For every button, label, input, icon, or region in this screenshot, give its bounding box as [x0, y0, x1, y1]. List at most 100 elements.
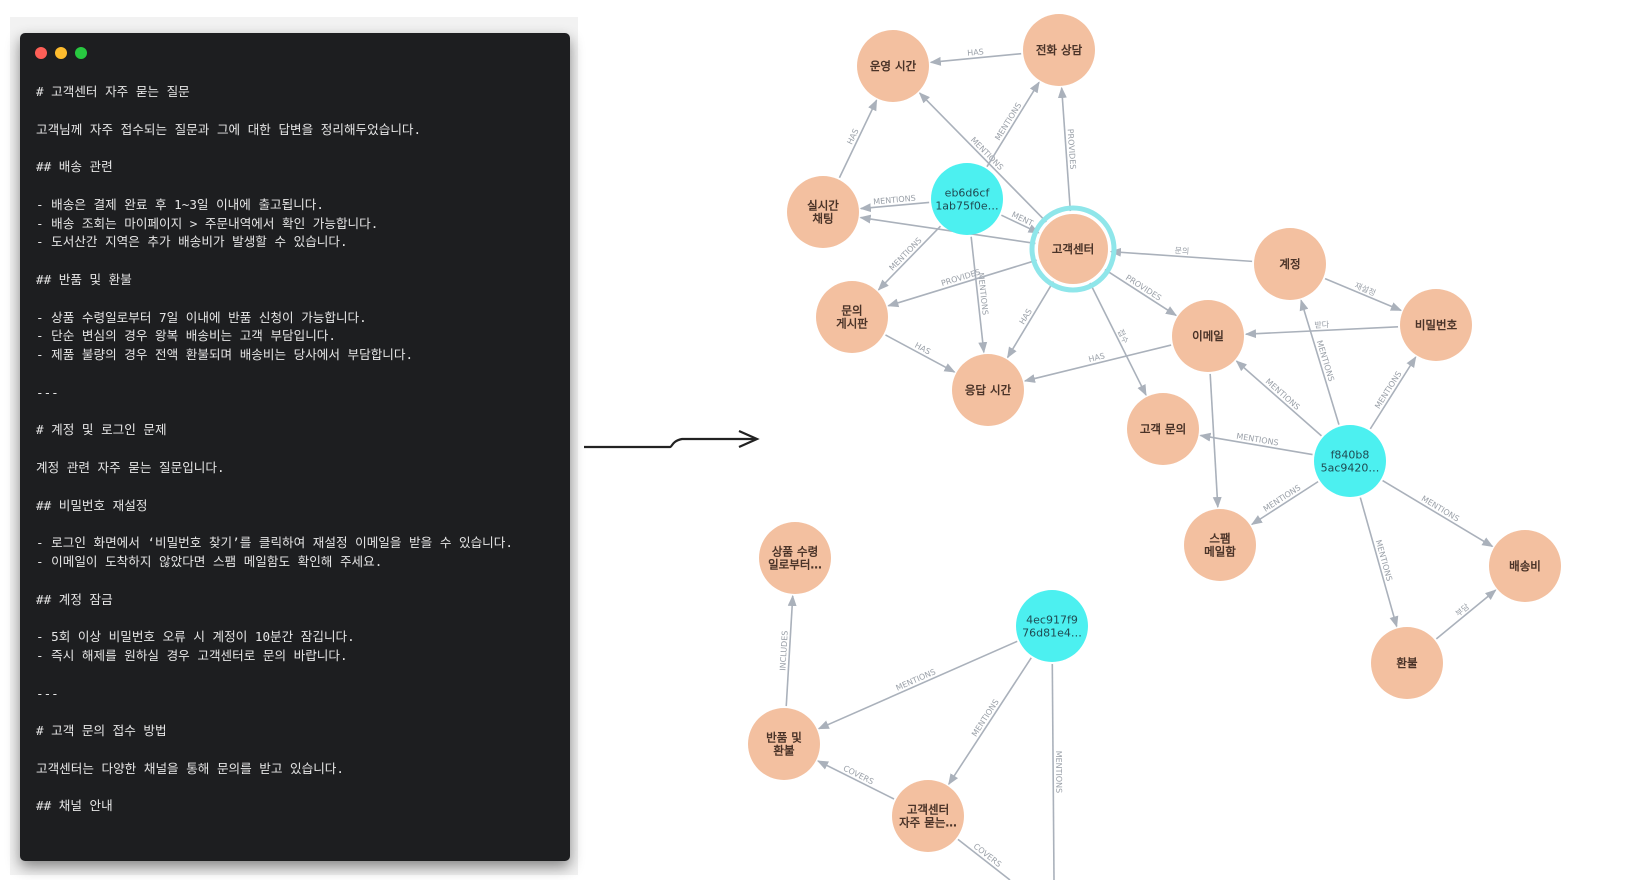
graph-edge[interactable] — [929, 52, 1022, 66]
window-controls — [35, 47, 87, 59]
editor-line: - 이메일이 도착하지 않았다면 스팸 메일함도 확인해 주세요. — [36, 553, 383, 569]
edge-label: 부담 — [1453, 601, 1471, 618]
edge-label: MENTIONS — [1420, 494, 1461, 524]
node-label: 환불 — [1396, 656, 1418, 670]
graph-edge[interactable] — [986, 81, 1040, 168]
graph-edge[interactable] — [1001, 214, 1040, 234]
editor-line: # 고객센터 자주 묻는 질문 — [36, 84, 190, 99]
graph-node-chunk3[interactable]: 4ec917f976d81e4… — [1016, 590, 1088, 662]
node-circle — [1400, 289, 1472, 361]
edge-label: PROVIDES — [1066, 129, 1078, 170]
edge-label: MENTIONS — [1054, 751, 1063, 794]
node-label: 76d81e4… — [1022, 627, 1082, 640]
editor-line: - 5회 이상 비밀번호 오류 시 계정이 10분간 잠깁니다. — [36, 629, 355, 645]
node-label: 고객센터 — [907, 803, 949, 817]
graph-edge[interactable] — [1299, 299, 1340, 425]
selected-node-ring — [1029, 205, 1117, 293]
graph-edge[interactable] — [816, 760, 895, 800]
graph-node-gogaek[interactable]: 고객센터 — [1029, 205, 1117, 293]
graph-node-jeonhwa[interactable]: 전화 상담 — [1023, 14, 1095, 86]
editor-line: ## 채널 안내 — [36, 798, 113, 814]
graph-edge[interactable] — [1089, 282, 1147, 397]
graph-edge[interactable] — [885, 334, 956, 373]
graph-edge[interactable] — [918, 92, 1047, 223]
graph-edge[interactable] — [1244, 326, 1399, 339]
node-circle — [748, 708, 820, 780]
node-label: 일로부터… — [768, 558, 822, 572]
graph-edge[interactable] — [1209, 373, 1222, 509]
close-window-button[interactable] — [35, 47, 47, 59]
graph-edge[interactable] — [948, 657, 1032, 786]
graph-node-baesong[interactable]: 배송비 — [1489, 530, 1561, 602]
graph-node-banpum[interactable]: 반품 및환불 — [748, 708, 820, 780]
graph-edge[interactable] — [970, 236, 988, 354]
node-circle — [1184, 509, 1256, 581]
edge-label: 접수 — [1116, 327, 1132, 345]
editor-line: - 배송은 결제 완료 후 1~3일 이내에 출고됩니다. — [36, 196, 324, 212]
graph-edge[interactable] — [1435, 589, 1497, 640]
edge-label: 문의 — [1174, 245, 1189, 256]
editor-line: 계정 관련 자주 묻는 질문입니다. — [36, 459, 225, 475]
graph-edge[interactable] — [1369, 356, 1417, 430]
graph-edge[interactable] — [1109, 247, 1253, 263]
graph-node-chunk2[interactable]: f840b85ac9420… — [1314, 425, 1386, 497]
node-label: eb6d6cf — [945, 187, 991, 200]
graph-edge[interactable] — [838, 99, 878, 179]
node-circle — [1172, 300, 1244, 372]
editor-line: ## 반품 및 환불 — [36, 271, 132, 287]
graph-node-eungdap[interactable]: 응답 시간 — [952, 354, 1024, 426]
graph-edge[interactable] — [1051, 663, 1055, 880]
node-label: 문의 — [841, 304, 862, 318]
graph-edge[interactable] — [859, 201, 930, 213]
graph-node-gyejeong[interactable]: 계정 — [1254, 228, 1326, 300]
edge-label: PROVIDES — [940, 267, 982, 288]
transform-arrow-icon — [584, 429, 760, 449]
graph-node-unyoung[interactable]: 운영 시간 — [857, 30, 929, 102]
graph-edge[interactable] — [1006, 281, 1055, 359]
minimize-window-button[interactable] — [55, 47, 67, 59]
graph-edge[interactable] — [785, 594, 797, 707]
editor-line: --- — [36, 685, 59, 701]
graph-edge[interactable] — [877, 225, 942, 291]
graph-edge[interactable] — [1235, 360, 1323, 437]
editor-line: - 로그인 화면에서 ‘비밀번호 찾기’를 클릭하여 재설정 이메일을 받을 수… — [36, 535, 513, 551]
graph-edge[interactable] — [957, 838, 1011, 880]
graph-edge[interactable] — [887, 259, 1037, 308]
node-circle — [787, 176, 859, 248]
node-label: 게시판 — [836, 317, 868, 331]
node-circle — [1036, 212, 1110, 286]
graph-edge[interactable] — [1359, 497, 1399, 628]
graph-edge[interactable] — [1023, 344, 1172, 383]
graph-node-sangpum[interactable]: 상품 수령일로부터… — [759, 522, 831, 594]
graph-edge[interactable] — [1382, 479, 1494, 548]
graph-node-bimil[interactable]: 비밀번호 — [1400, 289, 1472, 361]
graph-edge[interactable] — [1250, 480, 1319, 526]
graph-node-gogaekmunui[interactable]: 고객 문의 — [1127, 393, 1199, 465]
editor-line: - 단순 변심의 경우 왕복 배송비는 고객 부담입니다. — [36, 328, 336, 344]
edge-label: PROVIDES — [1124, 273, 1163, 303]
editor-line: - 제품 불량의 경우 전액 환불되며 배송비는 당사에서 부담합니다. — [36, 347, 414, 363]
graph-edge[interactable] — [1324, 277, 1402, 312]
node-circle — [759, 522, 831, 594]
graph-edge[interactable] — [859, 214, 1036, 245]
maximize-window-button[interactable] — [75, 47, 87, 59]
node-circle — [1127, 393, 1199, 465]
graph-edge[interactable] — [817, 640, 1018, 730]
node-label: 반품 및 — [766, 731, 802, 745]
graph-edge[interactable] — [1104, 268, 1177, 317]
node-label: 채팅 — [812, 212, 833, 226]
node-circle — [892, 780, 964, 852]
graph-edge[interactable] — [1199, 432, 1313, 456]
node-label: 전화 상담 — [1036, 43, 1083, 57]
editor-line: - 도서산간 지역은 추가 배송비가 발생할 수 있습니다. — [36, 234, 348, 250]
graph-node-hwanbul[interactable]: 환불 — [1371, 627, 1443, 699]
graph-edge[interactable] — [1057, 86, 1072, 212]
graph-node-chunk1[interactable]: eb6d6cf1ab75f0e… — [931, 163, 1003, 235]
graph-node-email[interactable]: 이메일 — [1172, 300, 1244, 372]
node-label: 고객센터 — [1052, 242, 1094, 256]
